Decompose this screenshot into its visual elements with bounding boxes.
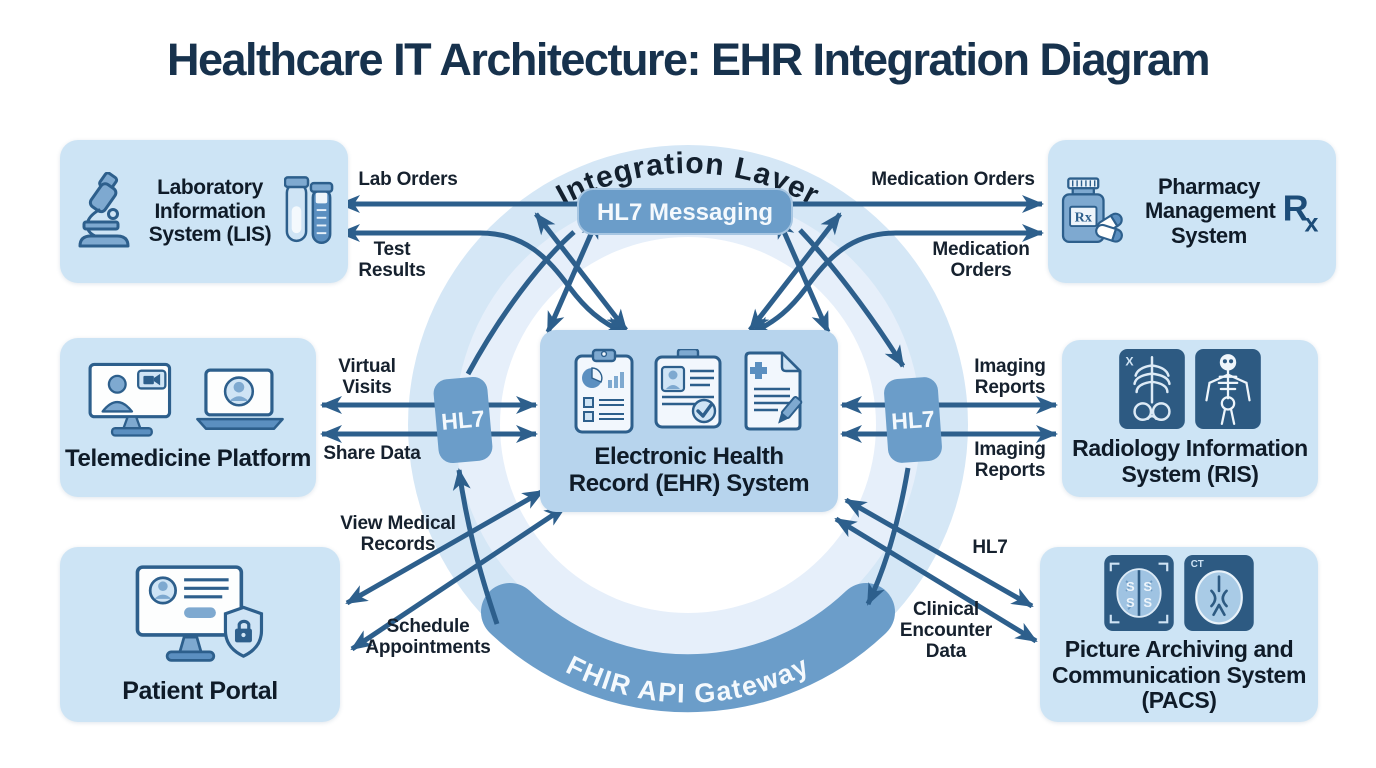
pacs-label: Picture Archiving and Communication Syst… xyxy=(1052,635,1306,714)
flow-label-imaging-reports-top: Imaging Reports xyxy=(974,356,1046,398)
test-tubes-icon xyxy=(284,175,334,244)
chart-clipboard-icon xyxy=(574,348,634,434)
svg-text:S: S xyxy=(1126,579,1135,594)
telemedicine-box: Telemedicine Platform xyxy=(60,338,316,497)
rx-symbol-icon: R x xyxy=(1283,187,1319,237)
patient-portal-box: Patient Portal xyxy=(60,547,340,722)
hl7-right-box: HL7 xyxy=(884,377,942,463)
arrow-hl7msg-ehr-right-2 xyxy=(775,216,831,334)
medical-document-pencil-icon xyxy=(744,351,803,431)
patient-record-card-icon xyxy=(654,349,722,429)
ct-brain-slice-icon: CT xyxy=(1184,554,1254,631)
video-consult-monitor-icon xyxy=(88,362,172,437)
flow-label-virtual-visits: Virtual Visits xyxy=(338,356,396,398)
flow-label-medication-orders-top: Medication Orders xyxy=(871,169,1035,190)
laptop-avatar-icon xyxy=(196,368,284,431)
svg-text:HL7 Messaging: HL7 Messaging xyxy=(597,199,773,226)
connector-hl7msg-to-left-hl7 xyxy=(465,230,576,376)
flow-label-view-medical-records: View Medical Records xyxy=(340,513,456,555)
flow-label-clinical-encounter-data: Clinical Encounter Data xyxy=(899,599,993,662)
ris-box: X xyxy=(1062,340,1318,497)
arrow-hl7msg-to-right-hl7 xyxy=(798,228,906,368)
telemedicine-label: Telemedicine Platform xyxy=(65,445,311,473)
svg-text:S: S xyxy=(1126,595,1135,610)
pharmacy-label: Pharmacy Management System xyxy=(1144,173,1276,248)
svg-text:HL7: HL7 xyxy=(440,405,486,435)
flow-label-medication-orders-bottom: Medication Orders xyxy=(932,239,1030,281)
patient-portal-label: Patient Portal xyxy=(122,676,278,705)
arrow-clinical-encounter-data xyxy=(834,516,1038,644)
hl7-messaging-pill: HL7 Messaging xyxy=(577,188,793,235)
flow-arrows xyxy=(320,195,1058,652)
flow-label-lab-orders: Lab Orders xyxy=(358,169,458,190)
hl7-left-box: HL7 xyxy=(433,376,493,464)
svg-text:CT: CT xyxy=(1191,559,1204,570)
lis-label: Laboratory Information System (LIS) xyxy=(148,176,272,247)
svg-text:S: S xyxy=(1143,579,1152,594)
xray-ribcage-icon: X xyxy=(1119,349,1185,430)
flow-label-imaging-reports-bottom: Imaging Reports xyxy=(974,439,1046,481)
ris-label: Radiology Information System (RIS) xyxy=(1072,435,1308,487)
pharmacy-box: Rx Pharmacy Management System R x xyxy=(1048,140,1336,283)
flow-label-share-data: Share Data xyxy=(323,443,421,464)
pill-bottle-capsules-icon: Rx xyxy=(1061,176,1123,243)
arrow-schedule-appointments xyxy=(350,504,567,652)
ehr-box: Electronic Health Record (EHR) System xyxy=(540,330,838,512)
svg-text:Rx: Rx xyxy=(1075,209,1092,225)
svg-text:R: R xyxy=(1283,187,1309,228)
arrow-hl7msg-ehr-left-2 xyxy=(545,216,601,334)
svg-text:S: S xyxy=(1143,595,1152,610)
svg-text:HL7: HL7 xyxy=(890,406,935,435)
flow-label-schedule-appointments: Schedule Appointments xyxy=(365,616,491,658)
svg-text:X: X xyxy=(1125,355,1134,369)
ehr-label: Electronic Health Record (EHR) System xyxy=(568,443,810,497)
page-title: Healthcare IT Architecture: EHR Integrat… xyxy=(166,34,1211,85)
lis-box: Laboratory Information System (LIS) xyxy=(60,140,348,283)
xray-skeleton-icon xyxy=(1195,349,1261,430)
flow-label-hl7: HL7 xyxy=(972,537,1008,558)
portal-monitor-shield-lock-icon xyxy=(135,564,264,662)
svg-text:x: x xyxy=(1304,209,1318,237)
microscope-icon xyxy=(78,171,130,247)
flow-label-test-results: Test Results xyxy=(358,239,426,281)
